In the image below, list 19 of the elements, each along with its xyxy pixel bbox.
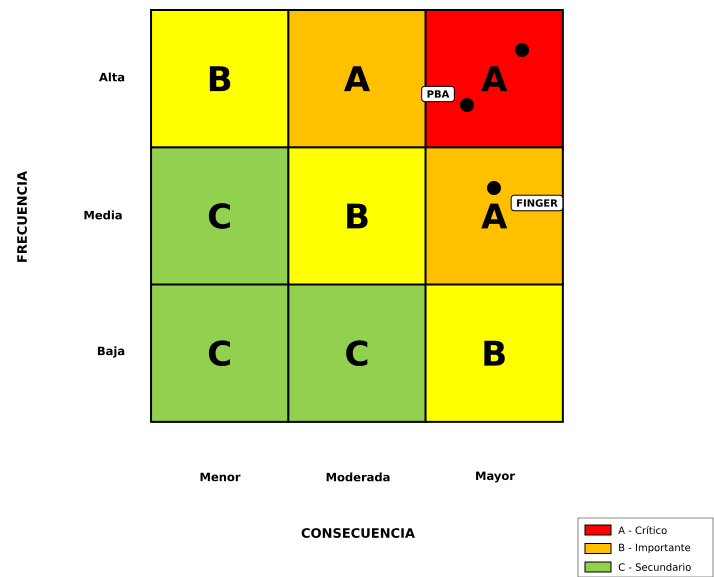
risk-cell: C <box>150 146 290 286</box>
legend-text: B - Importante <box>619 544 690 554</box>
column-label: Menor <box>200 472 240 482</box>
row-label: Media <box>84 210 122 220</box>
risk-cell: A <box>287 9 427 148</box>
risk-cell: C <box>150 284 290 423</box>
axis-title: CONSECUENCIA <box>302 528 415 538</box>
point-tag: PBA <box>421 86 455 102</box>
row-label: Alta <box>99 72 124 82</box>
column-label: Mayor <box>476 472 515 482</box>
risk-cell: C <box>287 284 427 423</box>
row-label: Baja <box>98 346 124 358</box>
risk-cell: B <box>287 146 427 286</box>
legend-text: C - Secundario <box>618 563 691 571</box>
legend-text: A - Crítico <box>618 526 667 534</box>
risk-cell: B <box>150 9 290 148</box>
column-label: Moderada <box>326 472 390 482</box>
risk-cell: B <box>424 284 564 423</box>
axis-title: FRECUENCIA <box>17 171 27 262</box>
